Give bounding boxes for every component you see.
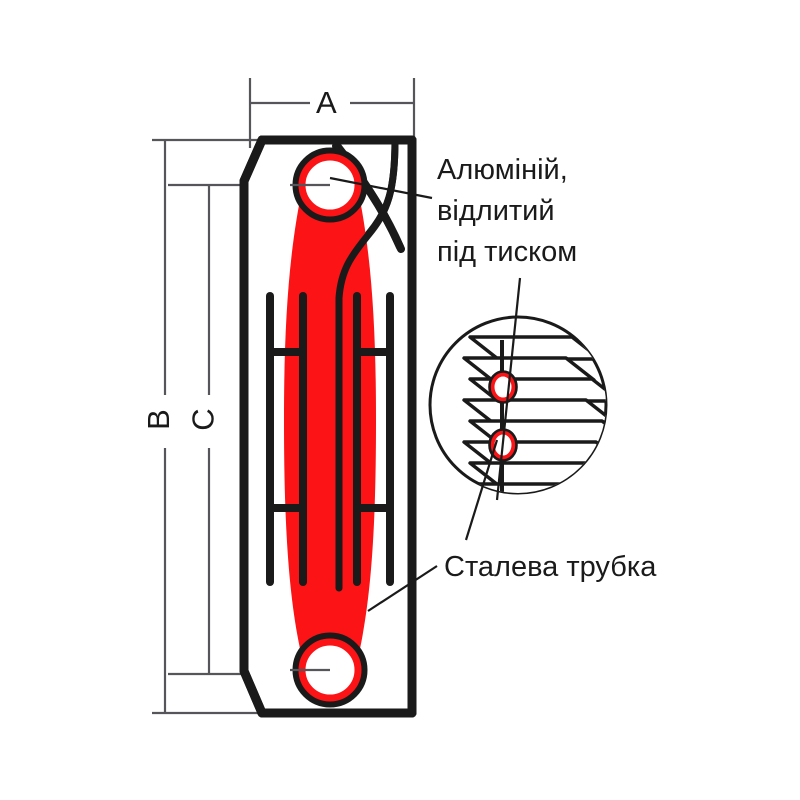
detail-fin [468, 461, 606, 487]
dimension-a [248, 78, 416, 148]
detail-tube-section-upper-rim [488, 370, 518, 404]
header-centre-marks [290, 183, 330, 672]
fin-column-left [266, 292, 307, 586]
detail-view-circle [428, 315, 608, 527]
leader-line-detail-top [495, 277, 522, 501]
dimension-b-label: B [140, 409, 176, 430]
fin-channels [266, 292, 394, 586]
steel-tube-loop-top [284, 185, 376, 670]
detail-fin [462, 398, 606, 424]
leader-line-aluminium [329, 176, 433, 200]
callout-steel-tube-label: Сталева трубка [444, 551, 657, 583]
fin-column-right [353, 292, 394, 586]
body-left-wall [239, 135, 267, 718]
detail-tube-section-lower-rim [488, 428, 518, 462]
aluminium-body-overlay [239, 135, 417, 718]
body-inner-web-overlay [335, 136, 399, 592]
leader-lines [329, 176, 522, 612]
detail-fin [470, 505, 594, 527]
dimension-a-label: A [316, 85, 337, 120]
detail-fin [462, 440, 606, 466]
dimension-c-label: C [185, 408, 221, 431]
steel-tube-visible [284, 185, 376, 670]
leader-line-steel-tube [367, 565, 438, 612]
leader-line-detail-bottom [464, 439, 499, 541]
detail-fin-stack [462, 335, 606, 527]
